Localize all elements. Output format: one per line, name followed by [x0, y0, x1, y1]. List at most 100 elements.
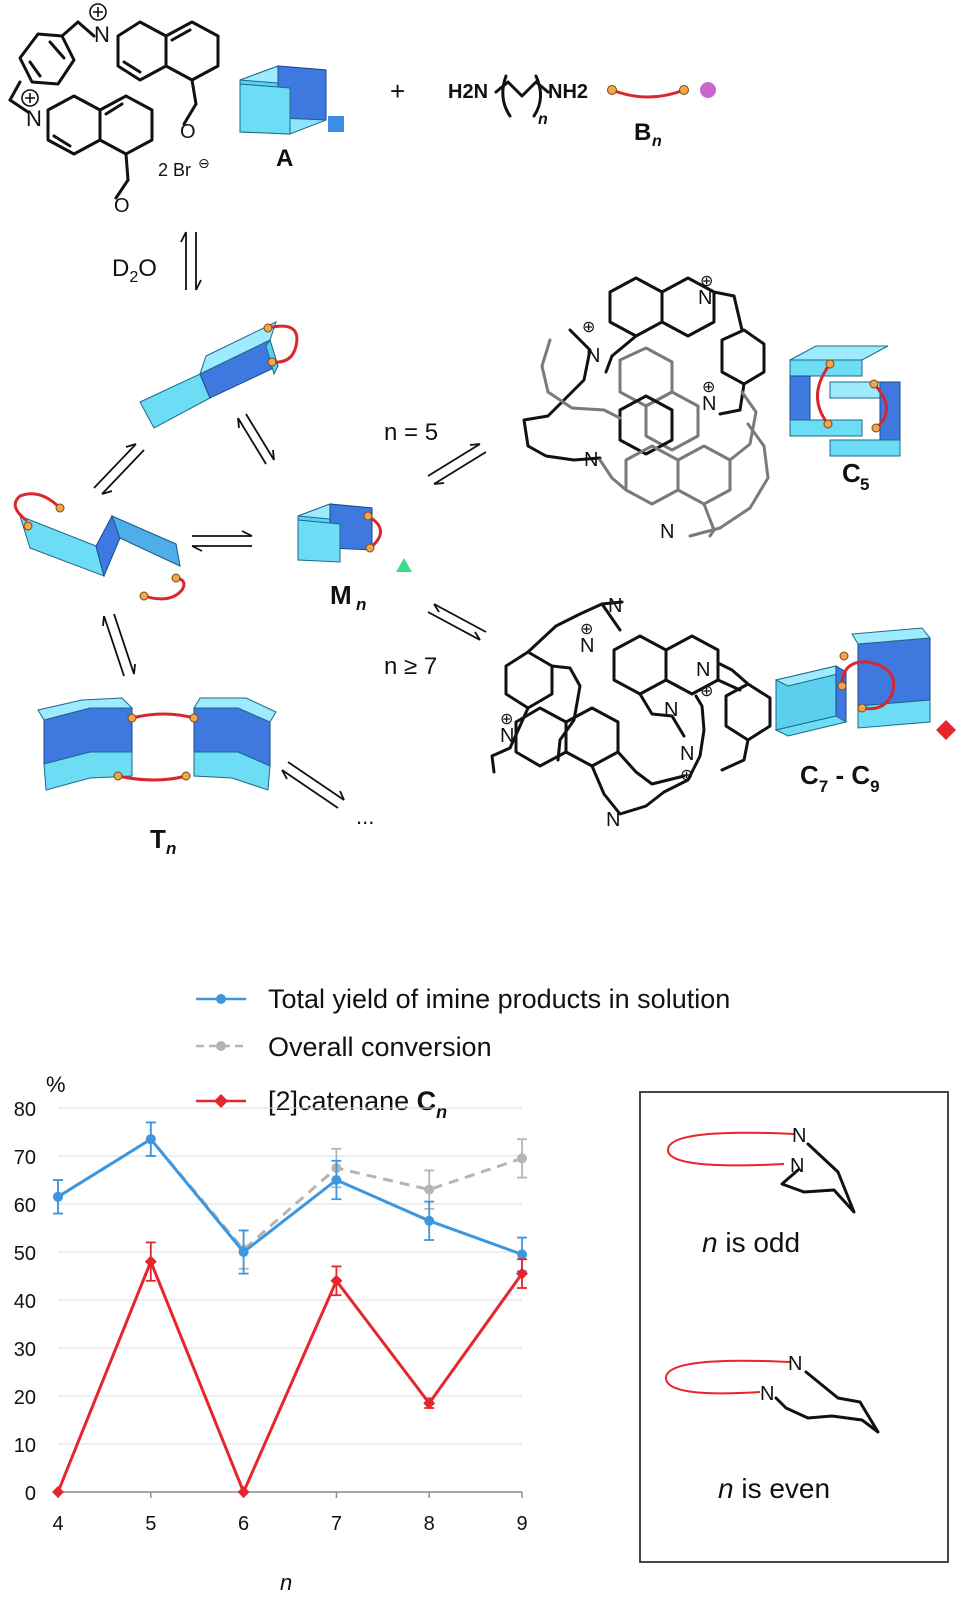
x-tick-4: 4: [52, 1513, 63, 1535]
block-a-square-marker: [328, 116, 344, 132]
c5-charge-2: ⊕: [582, 319, 595, 336]
odd-chain-structure: N N: [666, 1125, 856, 1214]
x-axis-label: n: [280, 1570, 292, 1595]
label-b-sub: n: [652, 133, 662, 150]
condition-bottom: n ≥ 7: [384, 653, 437, 680]
mn-triangle-marker: [396, 558, 412, 572]
c7-charge-4: ⊕: [680, 767, 693, 784]
series-0-point-4: [53, 1191, 63, 1202]
catenane-c7-icon: [774, 627, 956, 740]
series-0-point-8: [424, 1215, 435, 1226]
c7-n6: N: [680, 743, 694, 765]
label-tn-sub: n: [166, 839, 176, 858]
series-0-point-6: [238, 1247, 249, 1257]
series-1-point-9: [517, 1153, 527, 1164]
odd-n-bottom: N: [790, 1155, 804, 1177]
aldehyde-o-top: O: [180, 121, 196, 143]
y-tick-60: 60: [14, 1195, 36, 1217]
chart-legend: Total yield of imine products in solutio…: [196, 984, 730, 1122]
parity-inset: N N n is odd N N n is even: [639, 1091, 949, 1563]
c7-charge-2: ⊕: [700, 683, 713, 700]
c7-n4: N: [664, 699, 678, 721]
series-2-point-5: [144, 1255, 157, 1268]
x-tick-7: 7: [331, 1513, 342, 1535]
condition-top: n = 5: [384, 419, 438, 446]
series-2-point-4: [52, 1486, 64, 1498]
catenane-c5-structure: N N N N N ⊕ ⊕ ⊕: [522, 273, 770, 543]
series-0: [53, 1121, 527, 1275]
y-tick-40: 40: [14, 1291, 36, 1313]
reactant-a-structure: O N N O 2 Br ⊖: [8, 3, 220, 217]
series-2-point-8: [423, 1397, 436, 1410]
chart-series: [52, 1121, 528, 1498]
c5-charge-3: ⊕: [702, 379, 715, 396]
legend-conversion-label: Overall conversion: [268, 1032, 492, 1062]
counterion-charge: ⊖: [198, 155, 210, 171]
catenane-c7-structure: N N N N N N N ⊕ ⊕ ⊕ ⊕: [490, 595, 772, 831]
c5-n4: N: [584, 449, 598, 471]
x-tick-8: 8: [424, 1513, 435, 1535]
c5-n1: N: [698, 287, 712, 309]
x-tick-labels: 4 5 6 7 8 9: [52, 1513, 527, 1535]
label-mn-sub: n: [356, 595, 366, 614]
y-tick-20: 20: [14, 1387, 36, 1409]
c7-charge-3: ⊕: [500, 711, 513, 728]
label-c7-c9: C7 - C9: [800, 760, 880, 796]
diamine-b-structure: H2N n NH2: [448, 74, 588, 128]
label-a: A: [276, 145, 293, 172]
series-0-point-7: [331, 1175, 342, 1185]
series-0-point-9: [517, 1249, 527, 1260]
linker-b-icon: [607, 82, 716, 99]
series-1-point-8: [424, 1184, 435, 1195]
series-1: [53, 1121, 527, 1270]
even-caption: n is even: [718, 1473, 830, 1504]
even-n-bottom: N: [760, 1383, 774, 1405]
legend-entry-total-yield: Total yield of imine products in solutio…: [196, 984, 730, 1014]
odd-n-top: N: [792, 1125, 806, 1147]
y-tick-30: 30: [14, 1339, 36, 1361]
even-n-top: N: [788, 1353, 802, 1375]
counterion-label: 2 Br: [158, 160, 191, 180]
even-chain-structure: N N: [664, 1353, 880, 1434]
label-c5-sub: 5: [860, 475, 869, 494]
amine-left: H2N: [448, 81, 488, 103]
x-tick-6: 6: [238, 1513, 249, 1535]
c7-charge-1: ⊕: [580, 621, 593, 638]
block-mn-icon: [297, 503, 412, 572]
dimer-tn-icon: [37, 697, 277, 791]
label-b: B: [634, 119, 651, 146]
block-a-icon: [239, 65, 344, 135]
legend-catenane-label: [2]catenane Cn: [268, 1086, 447, 1122]
c7-n2: N: [580, 635, 594, 657]
aldehyde-o-bottom: O: [114, 195, 130, 217]
legend-entry-catenane: [2]catenane Cn: [196, 1086, 447, 1122]
label-tn: T: [150, 824, 166, 854]
label-c5: C: [842, 458, 861, 488]
c7-n7: N: [606, 809, 620, 831]
conformer-top-icon: [139, 321, 299, 429]
legend-entry-conversion: Overall conversion: [196, 1032, 492, 1062]
chart-axes: [57, 1491, 523, 1498]
chart-gridlines: [58, 1107, 522, 1445]
c7-n5: N: [500, 725, 514, 747]
odd-caption: n is odd: [702, 1227, 800, 1258]
y-tick-50: 50: [14, 1243, 36, 1265]
c7-diamond-marker: [936, 720, 956, 740]
series-2-point-6: [237, 1486, 250, 1498]
x-tick-5: 5: [145, 1513, 156, 1535]
plus-sign: +: [390, 76, 405, 106]
y-tick-70: 70: [14, 1147, 36, 1169]
c5-charge-1: ⊕: [700, 273, 713, 290]
x-tick-9: 9: [516, 1513, 527, 1535]
c7-n1: N: [608, 595, 622, 617]
equilibrium-arrow-vertical: [180, 231, 202, 291]
series-2-line: [56, 1257, 524, 1496]
legend-total-yield-label: Total yield of imine products in solutio…: [268, 984, 730, 1014]
n-atom-bottom: N: [26, 106, 42, 131]
n-atom-top: N: [94, 22, 110, 47]
equilibrium-arrows-cycle: [93, 413, 345, 809]
c7-n3: N: [696, 659, 710, 681]
amine-right: NH2: [548, 81, 588, 103]
